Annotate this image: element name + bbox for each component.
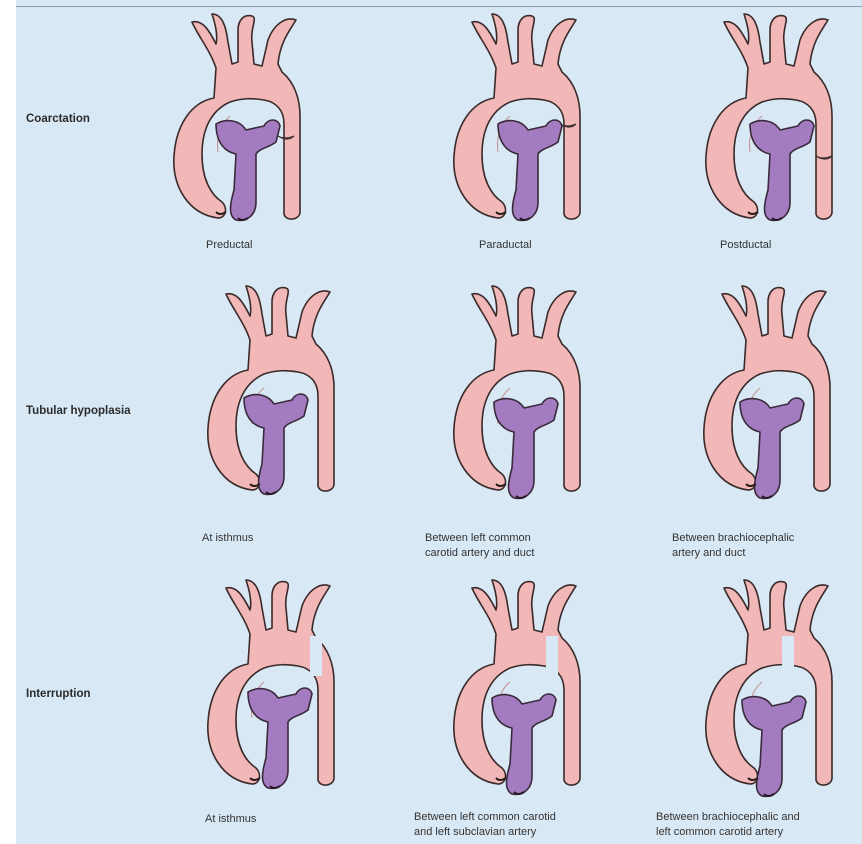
arch-illustration bbox=[438, 6, 598, 236]
panel-interruption-brachiocephalic bbox=[690, 572, 850, 802]
panel-coarctation-postductal bbox=[690, 6, 850, 236]
pulmonary-trunk bbox=[498, 120, 562, 220]
interruption-gap bbox=[782, 636, 794, 676]
panel-interruption-isthmus bbox=[192, 572, 352, 802]
caption-hypoplasia-isthmus: At isthmus bbox=[202, 531, 253, 546]
pulmonary-trunk bbox=[750, 120, 814, 220]
pulmonary-trunk bbox=[216, 120, 280, 220]
arch-illustration bbox=[438, 278, 598, 508]
left-margin bbox=[0, 0, 16, 844]
caption-hypoplasia-brachiocephalic: Between brachiocephalic artery and duct bbox=[672, 531, 794, 561]
panel-coarctation-preductal bbox=[158, 6, 318, 236]
row-label-coarctation: Coarctation bbox=[26, 113, 90, 125]
panel-hypoplasia-brachiocephalic bbox=[688, 278, 848, 508]
panel-hypoplasia-left-common-carotid bbox=[438, 278, 598, 508]
panel-hypoplasia-isthmus bbox=[192, 278, 352, 508]
caption-interruption-isthmus: At isthmus bbox=[205, 812, 256, 827]
interruption-gap bbox=[546, 636, 558, 676]
arch-illustration bbox=[158, 6, 318, 236]
arch-illustration bbox=[690, 572, 850, 802]
caption-paraductal: Paraductal bbox=[479, 238, 532, 253]
caption-postductal: Postductal bbox=[720, 238, 771, 253]
caption-interruption-left-common-carotid: Between left common carotid and left sub… bbox=[414, 810, 556, 840]
caption-interruption-brachiocephalic: Between brachiocephalic and left common … bbox=[656, 810, 800, 840]
row-label-tubular-hypoplasia: Tubular hypoplasia bbox=[26, 405, 131, 417]
caption-hypoplasia-left-common-carotid: Between left common carotid artery and d… bbox=[425, 531, 534, 561]
panel-interruption-left-common-carotid bbox=[438, 572, 598, 802]
arch-illustration bbox=[438, 572, 598, 802]
interruption-gap bbox=[310, 636, 322, 676]
arch-illustration bbox=[688, 278, 848, 508]
row-label-interruption: Interruption bbox=[26, 688, 91, 700]
arch-illustration bbox=[690, 6, 850, 236]
arch-illustration bbox=[192, 572, 352, 802]
arch-illustration bbox=[192, 278, 352, 508]
caption-preductal: Preductal bbox=[206, 238, 252, 253]
panel-coarctation-paraductal bbox=[438, 6, 598, 236]
